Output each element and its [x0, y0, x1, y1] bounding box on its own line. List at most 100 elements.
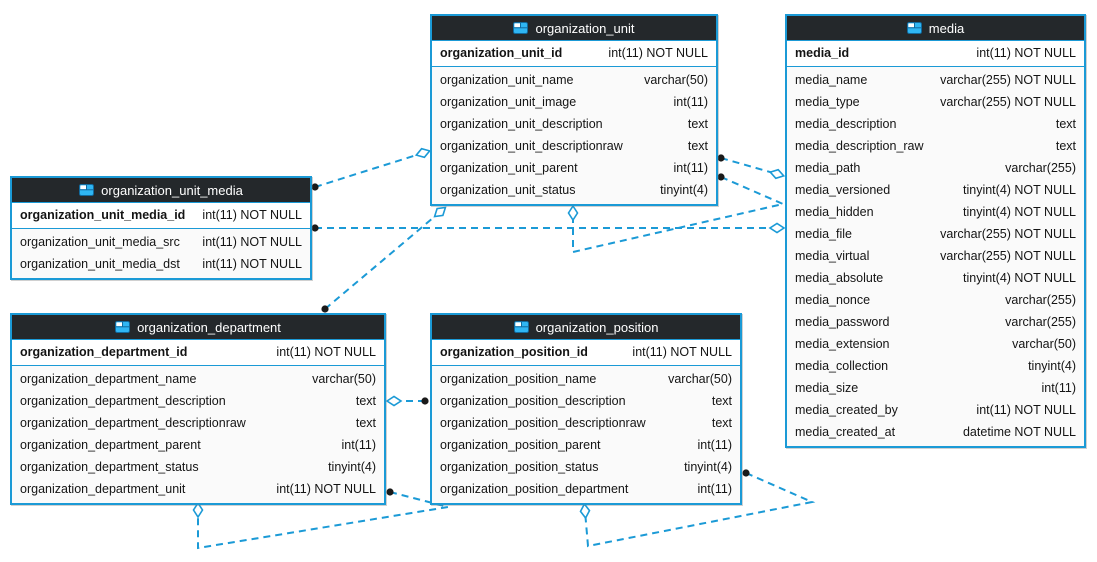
pk-column-type: int(11) NOT NULL: [976, 46, 1076, 60]
column-type: tinyint(4) NOT NULL: [963, 183, 1076, 197]
column-row: media_collection tinyint(4): [787, 355, 1084, 377]
column-name: organization_position_department: [440, 482, 629, 496]
column-type: int(11): [673, 95, 708, 109]
column-type: int(11) NOT NULL: [202, 235, 302, 249]
table-title: organization_unit: [535, 20, 635, 36]
relationship-line-organization_unit-self[interactable]: [572, 176, 787, 254]
column-name: organization_unit_media_src: [20, 235, 180, 249]
column-name: organization_department_unit: [20, 482, 186, 496]
column-type: tinyint(4): [1028, 359, 1076, 373]
column-name: organization_unit_descriptionraw: [440, 139, 623, 153]
column-row: organization_department_unit int(11) NOT …: [12, 478, 384, 500]
relationship-diamond-organization_position-self: [579, 502, 591, 520]
relationship-dot-organization_department-to-organization_unit: [321, 305, 329, 313]
relationship-diamond-organization_unit_media-to-media: [768, 222, 786, 234]
pk-column-type: int(11) NOT NULL: [202, 208, 302, 222]
table-header[interactable]: organization_position: [432, 315, 740, 340]
column-type: int(11): [697, 482, 732, 496]
column-type: tinyint(4) NOT NULL: [963, 271, 1076, 285]
column-name: organization_unit_media_dst: [20, 257, 180, 271]
column-name: media_path: [795, 161, 861, 175]
relationship-dot-organization_position-to-organization_department: [421, 397, 429, 405]
relationship-line-organization_position-self[interactable]: [584, 472, 816, 548]
column-type: int(11) NOT NULL: [276, 482, 376, 496]
pk-column-name: media_id: [795, 46, 850, 60]
table-icon: [115, 321, 131, 333]
table-title: organization_unit_media: [101, 182, 243, 198]
column-type: int(11) NOT NULL: [976, 403, 1076, 417]
relationship-diamond-organization_position-to-organization_department: [385, 395, 403, 407]
column-row: organization_unit_media_src int(11) NOT N…: [12, 231, 310, 253]
table-icon-wrap: [115, 321, 131, 333]
column-rows: organization_unit_media_src int(11) NOT N…: [12, 229, 310, 278]
relationship-diamond-organization_department-to-organization_unit: [433, 206, 447, 218]
relationship-line-organization_unit-to-media[interactable]: [720, 157, 778, 175]
column-type: text: [1055, 139, 1076, 153]
column-name: media_size: [795, 381, 859, 395]
table-header[interactable]: media: [787, 16, 1084, 41]
column-name: media_description: [795, 117, 897, 131]
table-header[interactable]: organization_unit_media: [12, 178, 310, 203]
column-name: organization_department_parent: [20, 438, 201, 452]
table-header[interactable]: organization_unit: [432, 16, 716, 41]
primary-key-row: media_id int(11) NOT NULL: [787, 41, 1084, 67]
table-icon: [906, 22, 922, 34]
table-title: organization_position: [535, 319, 659, 335]
table-header[interactable]: organization_department: [12, 315, 384, 340]
column-row: organization_unit_name varchar(50): [432, 69, 716, 91]
column-name: media_extension: [795, 337, 890, 351]
column-type: varchar(255): [1005, 161, 1076, 175]
column-name: organization_unit_name: [440, 73, 574, 87]
entity-table-organization_unit_media[interactable]: organization_unit_media organization_unit…: [10, 176, 312, 280]
column-type: varchar(255): [1005, 293, 1076, 307]
column-type: text: [687, 117, 708, 131]
relationship-dot-organization_unit-self: [717, 173, 725, 181]
relationship-dot-organization_unit_media-to-organization_unit: [311, 183, 319, 191]
pk-column-name: organization_unit_id: [440, 46, 563, 60]
column-name: organization_department_descriptionraw: [20, 416, 246, 430]
column-name: organization_position_parent: [440, 438, 601, 452]
table-icon-wrap: [79, 184, 95, 196]
column-name: organization_unit_description: [440, 117, 603, 131]
column-type: tinyint(4): [660, 183, 708, 197]
pk-column-type: int(11) NOT NULL: [608, 46, 708, 60]
entity-table-organization_position[interactable]: organization_position organization_positi…: [430, 313, 742, 505]
column-type: varchar(50): [644, 73, 708, 87]
relationship-diamond-organization_unit-self: [567, 204, 579, 222]
entity-table-organization_department[interactable]: organization_department organization_depa…: [10, 313, 386, 505]
column-type: tinyint(4) NOT NULL: [963, 205, 1076, 219]
column-type: text: [711, 416, 732, 430]
column-name: organization_position_status: [440, 460, 599, 474]
relationship-line-organization_department-self[interactable]: [197, 491, 449, 550]
relationship-line-organization_department-to-organization_unit[interactable]: [324, 211, 441, 310]
table-icon: [513, 321, 529, 333]
column-name: media_collection: [795, 359, 889, 373]
column-name: media_created_at: [795, 425, 896, 439]
relationship-diamond-organization_unit_media-to-organization_unit: [414, 147, 432, 159]
relationship-line-organization_unit_media-to-organization_unit[interactable]: [314, 152, 424, 188]
pk-column-name: organization_unit_media_id: [20, 208, 186, 222]
primary-key-row: organization_unit_id int(11) NOT NULL: [432, 41, 716, 67]
